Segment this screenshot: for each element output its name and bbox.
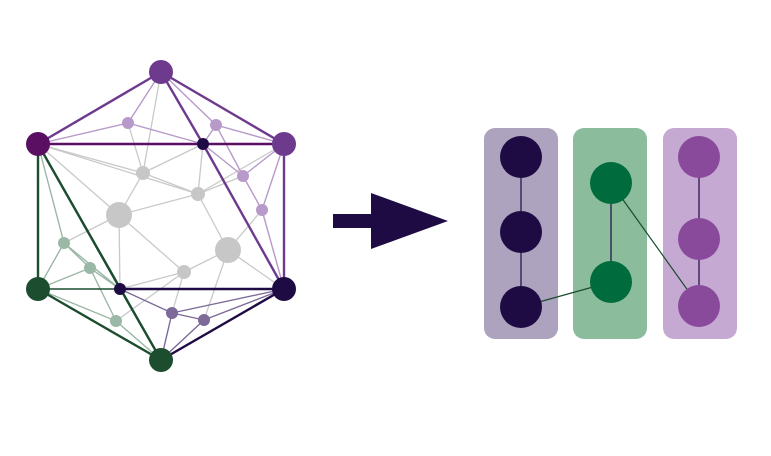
graph-edge bbox=[89, 267, 117, 322]
graph-edge bbox=[127, 122, 144, 174]
arrow-icon bbox=[333, 193, 448, 249]
graph-node bbox=[198, 314, 210, 326]
partition-panels bbox=[484, 128, 737, 339]
graph-edge bbox=[118, 214, 185, 273]
graph-node bbox=[166, 307, 178, 319]
graph-node bbox=[197, 138, 209, 150]
graph-edge bbox=[119, 271, 185, 290]
graph-edge bbox=[159, 70, 286, 146]
partition-node bbox=[590, 162, 632, 204]
graph-edge bbox=[119, 288, 162, 361]
graph-edge bbox=[201, 142, 286, 291]
graph-edge bbox=[171, 271, 185, 314]
graph-node bbox=[256, 204, 268, 216]
graph-node bbox=[84, 262, 96, 274]
graph-edge bbox=[171, 288, 285, 314]
graph-edge bbox=[197, 143, 204, 195]
graph-edges bbox=[36, 70, 286, 362]
graph-node bbox=[58, 237, 70, 249]
graph-edge bbox=[115, 271, 185, 322]
graph-edge bbox=[142, 71, 162, 174]
graph-edge bbox=[159, 70, 205, 146]
graph-node bbox=[191, 187, 205, 201]
graph-edge bbox=[37, 143, 120, 216]
graph-nodes bbox=[26, 60, 296, 372]
graph-edge bbox=[37, 122, 129, 145]
graph-edge bbox=[197, 143, 285, 195]
graph-node-upper-left bbox=[26, 132, 50, 156]
graph-node bbox=[237, 170, 249, 182]
graph-edge bbox=[142, 143, 204, 174]
partition-node bbox=[590, 261, 632, 303]
graph-edge bbox=[197, 175, 244, 195]
graph-node-lower-right bbox=[272, 277, 296, 301]
graph-edge bbox=[37, 288, 117, 322]
graph-edge bbox=[203, 288, 285, 321]
graph-node bbox=[106, 202, 132, 228]
graph-node-upper-right bbox=[272, 132, 296, 156]
graph-node bbox=[110, 315, 122, 327]
graph-edge bbox=[242, 175, 263, 211]
graph-node bbox=[177, 265, 191, 279]
graph-edge bbox=[36, 287, 163, 362]
graph-edge bbox=[37, 143, 65, 244]
partition-node bbox=[500, 286, 542, 328]
partition-node bbox=[678, 218, 720, 260]
graph-edge bbox=[118, 193, 199, 216]
graph-edge bbox=[159, 287, 286, 362]
graph-edge bbox=[202, 143, 244, 177]
partition-node bbox=[678, 136, 720, 178]
graph-edge bbox=[36, 70, 163, 146]
graph-node-bottom bbox=[149, 348, 173, 372]
graph-node bbox=[114, 283, 126, 295]
graph-node bbox=[136, 166, 150, 180]
graph-node-top bbox=[149, 60, 173, 84]
graph-edge bbox=[127, 122, 204, 145]
graph-edge bbox=[37, 143, 121, 290]
graph-edge bbox=[37, 143, 199, 195]
partition-green bbox=[573, 128, 647, 339]
cross-partition-edge bbox=[610, 182, 700, 307]
partition-node bbox=[500, 136, 542, 178]
partition-node bbox=[500, 211, 542, 253]
graph-edge bbox=[261, 209, 285, 290]
arrow-head bbox=[371, 193, 448, 249]
graph-node bbox=[215, 237, 241, 263]
arrow-shaft bbox=[333, 214, 379, 228]
graph-node bbox=[210, 119, 222, 131]
graph-node-lower-left bbox=[26, 277, 50, 301]
partition-nodes bbox=[500, 136, 720, 328]
graph-edge bbox=[160, 71, 217, 126]
graph-edge bbox=[215, 124, 244, 177]
graph-edge bbox=[119, 288, 173, 314]
partition-node bbox=[678, 285, 720, 327]
graph-node bbox=[122, 117, 134, 129]
